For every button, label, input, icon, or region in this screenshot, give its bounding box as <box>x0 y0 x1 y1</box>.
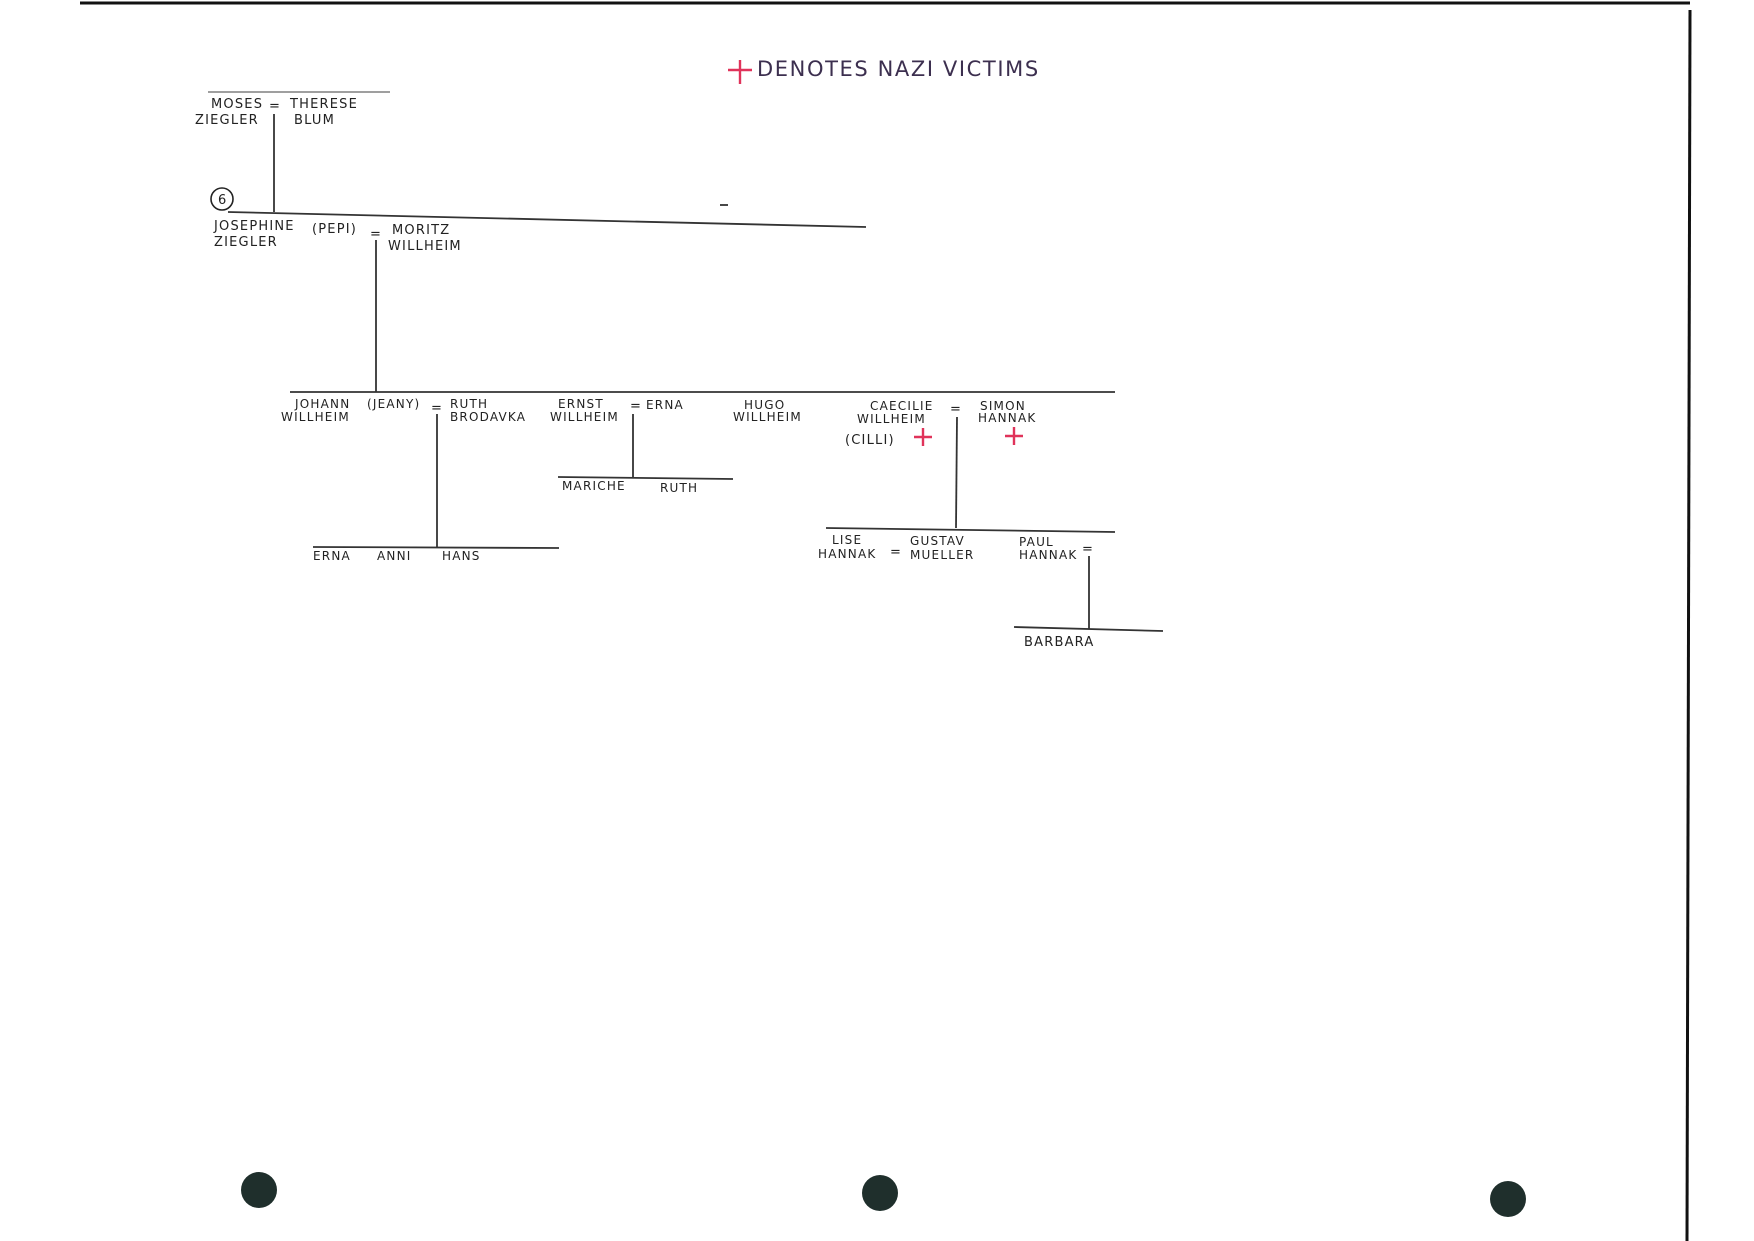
svg-text:ZIEGLER: ZIEGLER <box>195 113 259 128</box>
svg-text:ZIEGLER: ZIEGLER <box>214 235 278 250</box>
svg-text:JOHANN: JOHANN <box>294 397 350 411</box>
person-mariche: MARICHE <box>562 479 626 493</box>
person-josephine-ziegler: JOSEPHINE ZIEGLER (PEPI) <box>213 219 357 250</box>
binder-hole <box>1490 1181 1526 1217</box>
sibling-line <box>825 527 1116 533</box>
svg-text:MOSES: MOSES <box>211 97 263 112</box>
person-ernst-willheim: ERNST WILLHEIM <box>550 397 619 424</box>
svg-text:LISE: LISE <box>832 533 862 547</box>
svg-text:(JEANY): (JEANY) <box>367 397 420 411</box>
binder-hole <box>241 1172 277 1208</box>
person-lise-hannak: LISE HANNAK <box>818 533 876 561</box>
marriage-symbol: = <box>370 227 382 242</box>
svg-text:HANNAK: HANNAK <box>818 547 876 561</box>
person-moses-ziegler: MOSES ZIEGLER <box>195 97 263 128</box>
person-barbara: BARBARA <box>1024 635 1094 650</box>
person-therese-blum: THERESE BLUM <box>289 97 358 128</box>
person-hugo-willheim: HUGO WILLHEIM <box>733 398 802 424</box>
binder-hole <box>862 1175 898 1211</box>
svg-text:THERESE: THERESE <box>289 97 358 112</box>
person-erna: ERNA <box>646 398 684 412</box>
svg-text:HUGO: HUGO <box>744 398 785 412</box>
svg-text:WILLHEIM: WILLHEIM <box>733 410 802 424</box>
marriage-symbol: = <box>950 402 962 417</box>
legend: DENOTES NAZI VICTIMS <box>728 57 1040 84</box>
svg-text:CAECILIE: CAECILIE <box>870 399 934 413</box>
svg-text:MUELLER: MUELLER <box>910 548 974 562</box>
person-ruth-brodavka: RUTH BRODAVKA <box>450 397 526 424</box>
svg-text:JOSEPHINE: JOSEPHINE <box>213 219 295 234</box>
person-paul-hannak: PAUL HANNAK <box>1019 535 1077 562</box>
svg-text:WILLHEIM: WILLHEIM <box>550 410 619 424</box>
marriage-symbol: = <box>431 401 443 416</box>
svg-text:BLUM: BLUM <box>294 113 335 128</box>
person-gustav-mueller: GUSTAV MUELLER <box>910 534 974 562</box>
person-caecilie-willheim: CAECILIE WILLHEIM (CILLI) <box>845 399 934 448</box>
person-erna-child: ERNA <box>313 549 351 563</box>
marriage-symbol: = <box>269 99 281 114</box>
marriage-symbol: = <box>630 399 642 414</box>
svg-text:SIMON: SIMON <box>980 399 1026 413</box>
victim-cross-icon <box>1005 427 1023 445</box>
person-anni: ANNI <box>377 549 412 563</box>
sibling-line <box>557 476 734 480</box>
svg-text:HANNAK: HANNAK <box>1019 548 1077 562</box>
svg-text:RUTH: RUTH <box>450 397 488 411</box>
svg-text:ERNST: ERNST <box>558 397 604 411</box>
page-right-edge <box>1685 9 1692 1241</box>
svg-text:MORITZ: MORITZ <box>392 223 450 238</box>
marriage-symbol: = <box>890 545 902 560</box>
svg-text:(PEPI): (PEPI) <box>312 222 357 237</box>
marriage-symbol: = <box>1082 542 1094 557</box>
svg-text:=: = <box>269 99 281 114</box>
svg-text:WILLHEIM: WILLHEIM <box>857 412 926 426</box>
legend-text: DENOTES NAZI VICTIMS <box>757 57 1040 81</box>
svg-text:WILLHEIM: WILLHEIM <box>388 239 462 254</box>
svg-text:PAUL: PAUL <box>1019 535 1054 549</box>
circle-number-badge: 6 <box>210 187 234 211</box>
sibling-line <box>312 546 560 549</box>
descent-line <box>955 416 958 529</box>
sibling-line <box>1013 626 1164 632</box>
svg-text:(CILLI): (CILLI) <box>845 433 895 448</box>
person-moritz-willheim: MORITZ WILLHEIM <box>388 223 462 254</box>
svg-text:WILLHEIM: WILLHEIM <box>281 410 350 424</box>
victim-cross-icon <box>914 428 932 446</box>
person-ruth: RUTH <box>660 481 698 495</box>
svg-text:6: 6 <box>218 193 227 208</box>
person-johann-willheim: JOHANN WILLHEIM (JEANY) <box>281 397 420 424</box>
person-hans: HANS <box>442 549 481 563</box>
svg-text:HANNAK: HANNAK <box>978 411 1036 425</box>
victim-cross-icon <box>728 60 752 84</box>
person-simon-hannak: SIMON HANNAK <box>978 399 1036 445</box>
svg-text:BRODAVKA: BRODAVKA <box>450 410 526 424</box>
sibling-line <box>227 211 867 228</box>
svg-text:GUSTAV: GUSTAV <box>910 534 965 548</box>
